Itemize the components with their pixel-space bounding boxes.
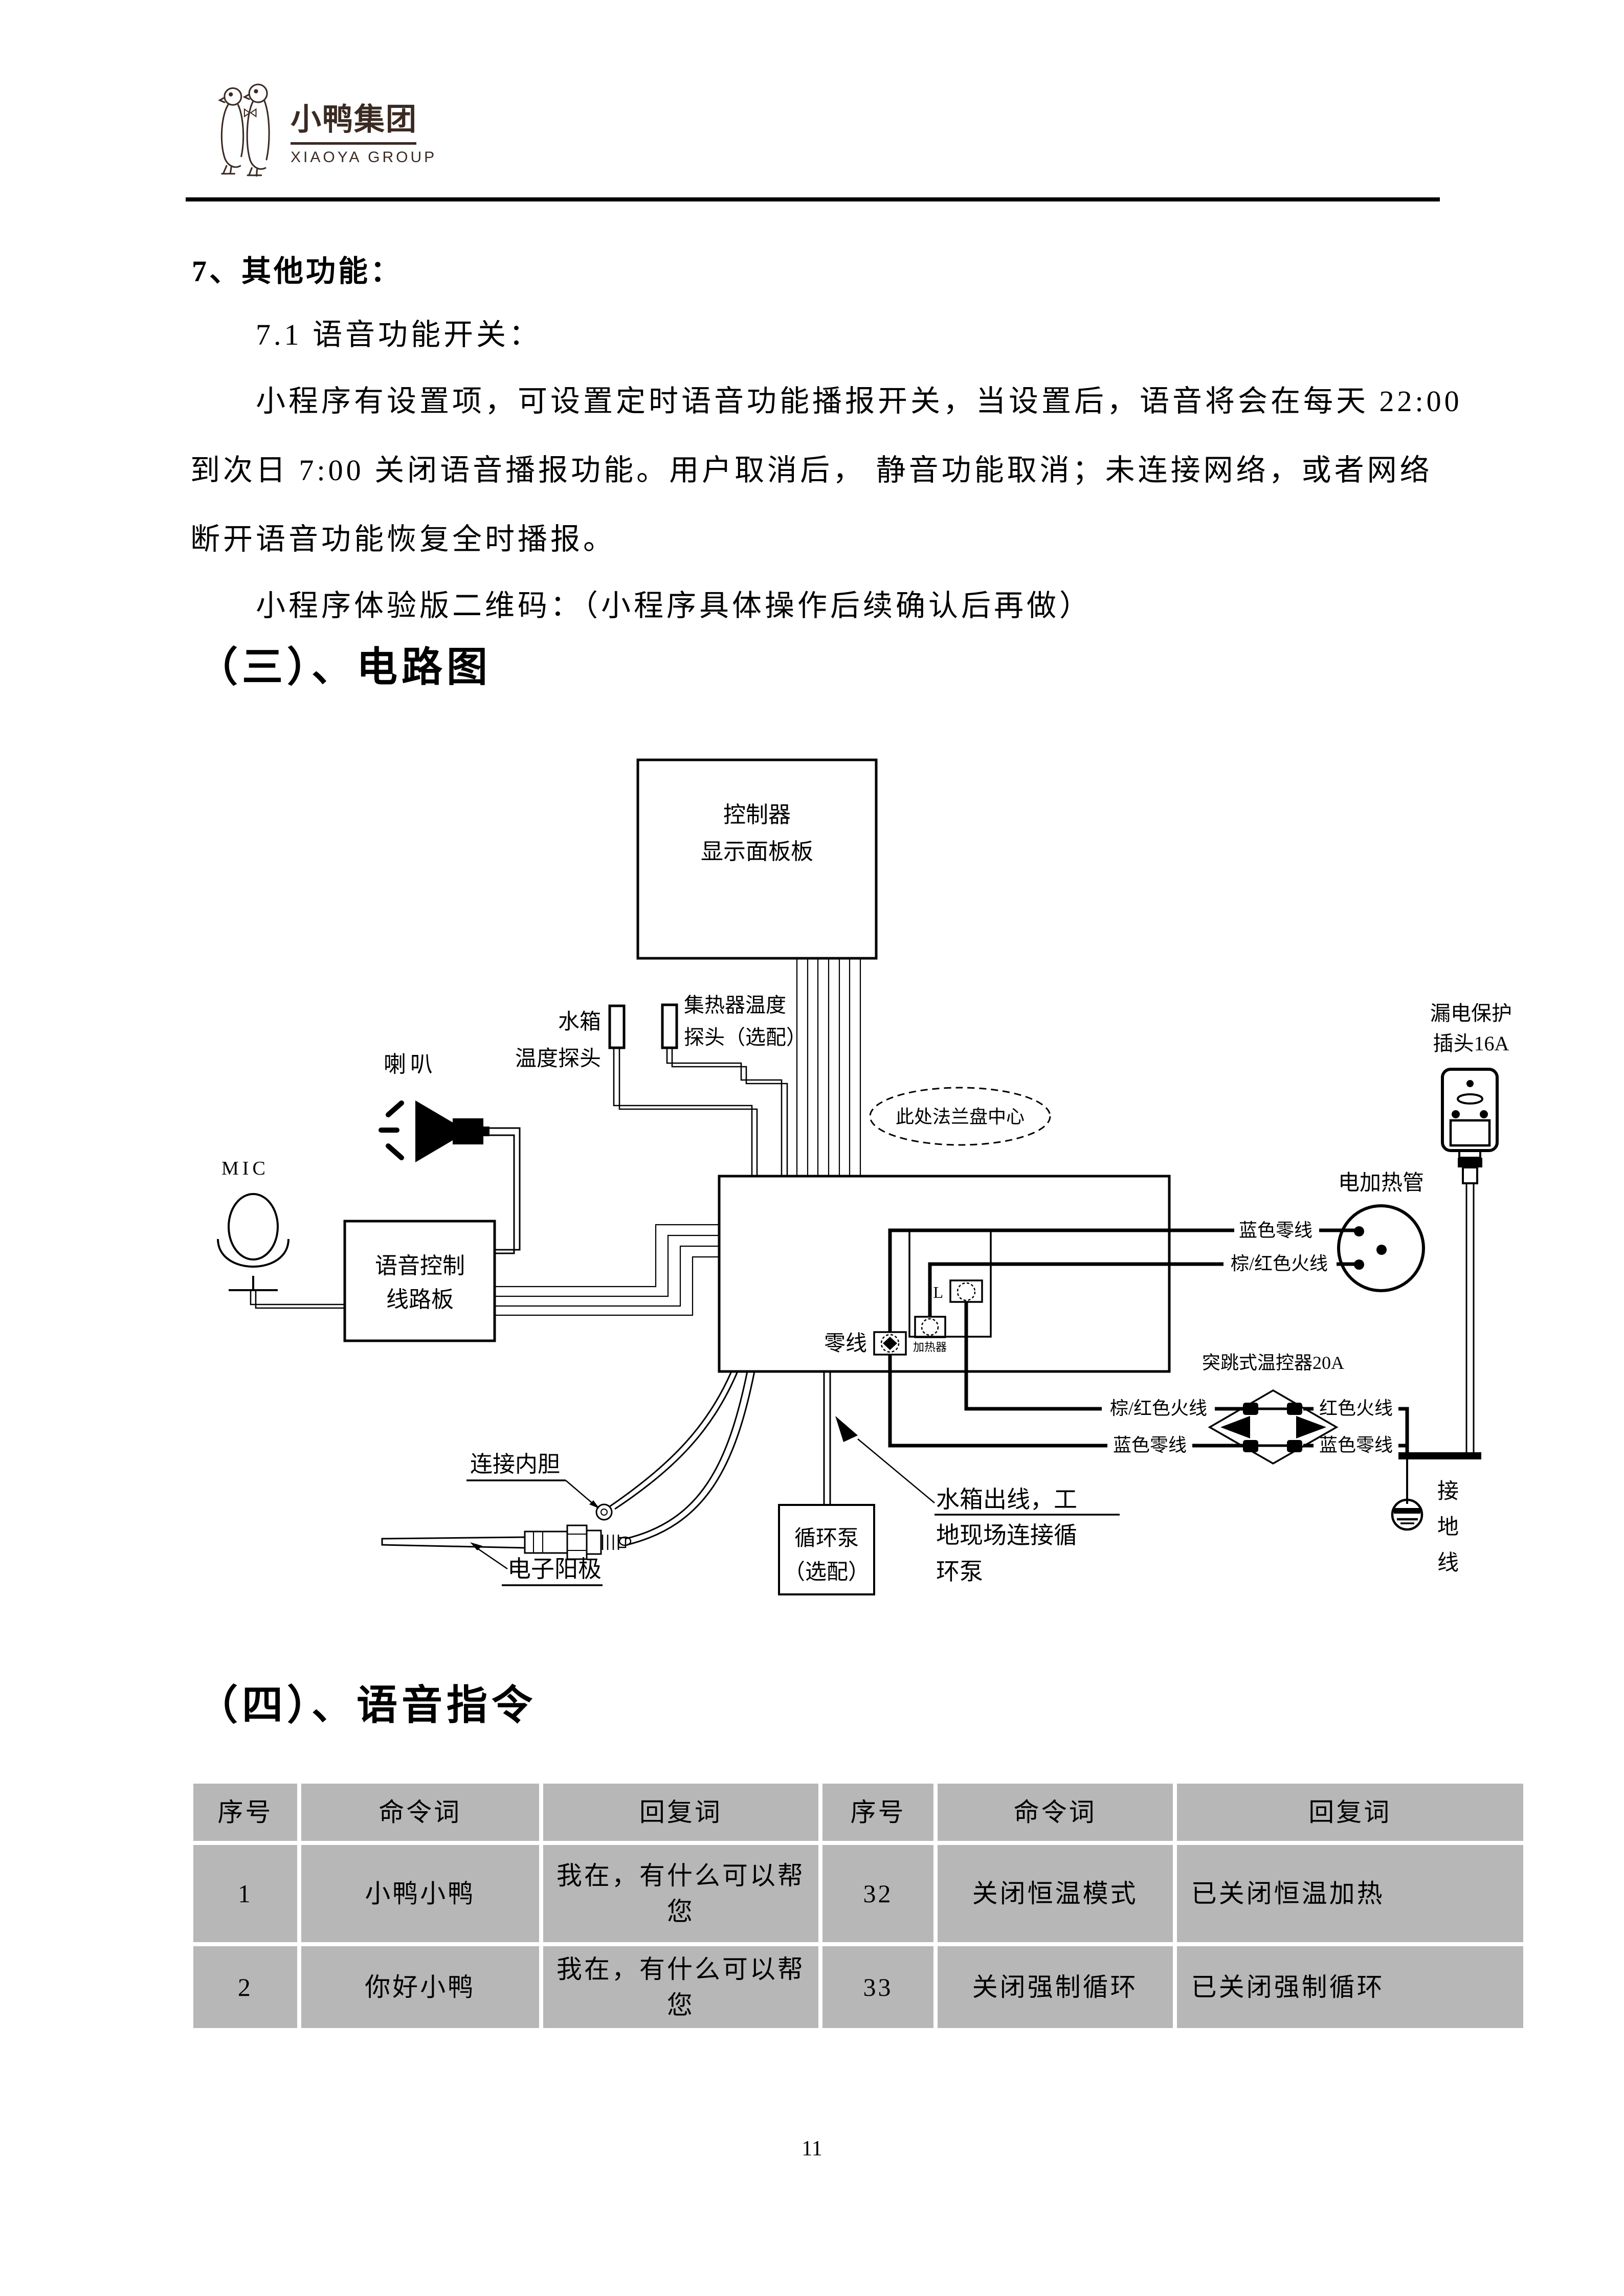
leakage-plug-icon: 漏电保护 插头16A (1430, 1002, 1512, 1452)
paragraph-line-3: 断开语音功能恢复全时播报。 (190, 523, 616, 556)
table-header-command-1: 命令词 (301, 1784, 539, 1841)
table-header-reply-1: 回复词 (543, 1784, 819, 1841)
heading-voice-commands: （四）、语音指令 (197, 1683, 537, 1728)
flange-note-text: 此处法兰盘中心 (896, 1107, 1025, 1127)
voice-board-wires (495, 1224, 719, 1316)
outlet-label-2: 地现场连接循 (936, 1522, 1077, 1548)
liner-connection-callout: 连接内胆 (466, 1452, 599, 1509)
neutral-label: 零线 (824, 1332, 867, 1356)
table-cell-seq: 32 (822, 1845, 933, 1942)
paragraph-line-2: 到次日 7:00 关闭语音播报功能。用户取消后， 静音功能取消；未连接网络，或者… (190, 454, 1433, 487)
speaker-label: 喇叭 (384, 1052, 437, 1077)
heading-other-functions: 7、其他功能： (192, 255, 403, 288)
subheading-voice-switch: 7.1 语音功能开关： (256, 318, 542, 351)
collector-temp-probe: 集热器温度 探头（选配） (661, 994, 807, 1176)
ground-label-1: 接 (1437, 1480, 1459, 1503)
ground-label-3: 线 (1437, 1551, 1459, 1575)
speaker-icon: 喇叭 (379, 1052, 521, 1254)
voice-control-board: 语音控制 线路板 (343, 1220, 719, 1342)
logo-text-block: 小鸭集团 XIAOYA GROUP (291, 82, 437, 165)
ground-icon: 接 地 线 (1391, 1480, 1459, 1575)
plug-label-1: 漏电保护 (1430, 1002, 1512, 1025)
plug-cable (1465, 1183, 1475, 1452)
logo-title: 小鸭集团 (291, 103, 417, 137)
table-cell-reply: 已关闭恒温加热 (1176, 1845, 1523, 1942)
speaker-wire (490, 1127, 521, 1254)
collector-probe-wire (666, 1048, 788, 1176)
heater-tube-icon: 电加热管 (1337, 1172, 1425, 1292)
heater-terminal-box (914, 1316, 946, 1338)
controller-box: 控制器 显示面板板 (636, 758, 878, 960)
table-cell-command: 你好小鸭 (301, 1946, 539, 2028)
xiaoya-ducks-icon (218, 83, 270, 177)
tank-probe-label-1: 水箱 (558, 1010, 601, 1034)
tank-outlet-callout: 水箱出线，工 地现场连接循 环泵 (835, 1416, 1120, 1585)
table-header-reply-2: 回复词 (1176, 1784, 1523, 1841)
thermostat-icon: 突跳式温控器20A (1202, 1353, 1344, 1465)
outlet-label-1: 水箱出线，工 (936, 1487, 1077, 1513)
table-header-seq-2: 序号 (822, 1784, 933, 1841)
blue-neutral-label-1: 蓝色零线 (1239, 1220, 1312, 1241)
junction-box: L 加热器 零线 (718, 1175, 1171, 1373)
terminal-l-box (949, 1279, 983, 1303)
controller-label-1: 控制器 (723, 802, 791, 827)
pump-label-2: （选配） (784, 1561, 870, 1584)
mic-wire (250, 1291, 345, 1309)
collector-probe-label-1: 集热器温度 (684, 994, 786, 1017)
table-cell-command: 小鸭小鸭 (301, 1845, 539, 1942)
blue-neutral-label-2: 蓝色零线 (1113, 1435, 1187, 1455)
plug-label-2: 插头16A (1433, 1032, 1509, 1055)
blue-neutral-label-3: 蓝色零线 (1319, 1435, 1393, 1455)
anode-wires (609, 1371, 755, 1546)
controller-wire-bundle (796, 958, 861, 1176)
table-cell-reply: 已关闭强制循环 (1176, 1946, 1523, 2028)
table-cell-reply: 我在，有什么可以帮您 (543, 1845, 819, 1942)
anode-label: 电子阳极 (507, 1556, 602, 1582)
pump-wire (823, 1371, 831, 1505)
table-cell-command: 关闭强制循环 (937, 1946, 1173, 2028)
voice-command-table: 序号 命令词 回复词 序号 命令词 回复词 1 小鸭小鸭 我在，有什么可以帮您 … (193, 1784, 1523, 2028)
mic-label: MIC (221, 1158, 269, 1179)
tank-temp-probe: 水箱 温度探头 (515, 1004, 758, 1176)
ground-label-2: 地 (1437, 1516, 1459, 1539)
red-live-label: 红色火线 (1319, 1398, 1393, 1419)
heading-circuit-diagram: （三）、电路图 (197, 645, 492, 690)
pump-label-1: 循环泵 (794, 1527, 859, 1550)
header-rule (186, 197, 1440, 201)
circuit-diagram: 控制器 显示面板板 水箱 温度探头 集热器温度 (217, 758, 1512, 1595)
logo-divider (291, 142, 416, 145)
table-cell-seq: 33 (822, 1946, 933, 2028)
collector-probe-label-2: 探头（选配） (684, 1026, 807, 1049)
voice-board-label-1: 语音控制 (375, 1253, 465, 1278)
anode-assembly: 电子阳极 (381, 1371, 755, 1586)
heater-terminal-label: 加热器 (913, 1341, 947, 1354)
brown-red-live-label-2: 棕/红色火线 (1110, 1398, 1207, 1419)
mic-icon: MIC (217, 1158, 345, 1309)
paragraph-line-1: 小程序有设置项，可设置定时语音功能播报开关，当设置后，语音将会在每天 22:00 (256, 385, 1462, 418)
liner-label: 连接内胆 (470, 1452, 560, 1477)
tank-probe-label-2: 温度探头 (515, 1047, 601, 1071)
voice-board-label-2: 线路板 (386, 1287, 454, 1312)
table-cell-reply: 我在，有什么可以帮您 (543, 1946, 819, 2028)
header-logo: 小鸭集团 XIAOYA GROUP (217, 82, 437, 179)
qr-note-line: 小程序体验版二维码：（小程序具体操作后续确认后再做） (256, 589, 1093, 622)
flange-center-note: 此处法兰盘中心 (869, 1087, 1051, 1146)
table-cell-seq: 2 (193, 1946, 297, 2028)
brown-red-live-label-1: 棕/红色火线 (1231, 1253, 1328, 1274)
table-cell-seq: 1 (193, 1845, 297, 1942)
controller-label-2: 显示面板板 (701, 839, 813, 864)
tank-probe-wire (613, 1048, 758, 1176)
circulation-pump-box: 循环泵 （选配） (778, 1371, 875, 1595)
table-header-seq-1: 序号 (193, 1784, 297, 1841)
heater-tube-label: 电加热管 (1338, 1172, 1424, 1195)
table-header-command-2: 命令词 (937, 1784, 1173, 1841)
wire-labels: 蓝色零线 棕/红色火线 棕/红色火线 蓝色零线 红色火线 蓝色零线 (1102, 1220, 1398, 1455)
logo-subtitle: XIAOYA GROUP (291, 149, 437, 166)
table-cell-command: 关闭恒温模式 (937, 1845, 1173, 1942)
thermostat-label: 突跳式温控器20A (1202, 1353, 1344, 1373)
page-number: 11 (802, 2137, 822, 2160)
outlet-label-3: 环泵 (936, 1559, 983, 1585)
terminal-l-label: L (933, 1283, 943, 1301)
